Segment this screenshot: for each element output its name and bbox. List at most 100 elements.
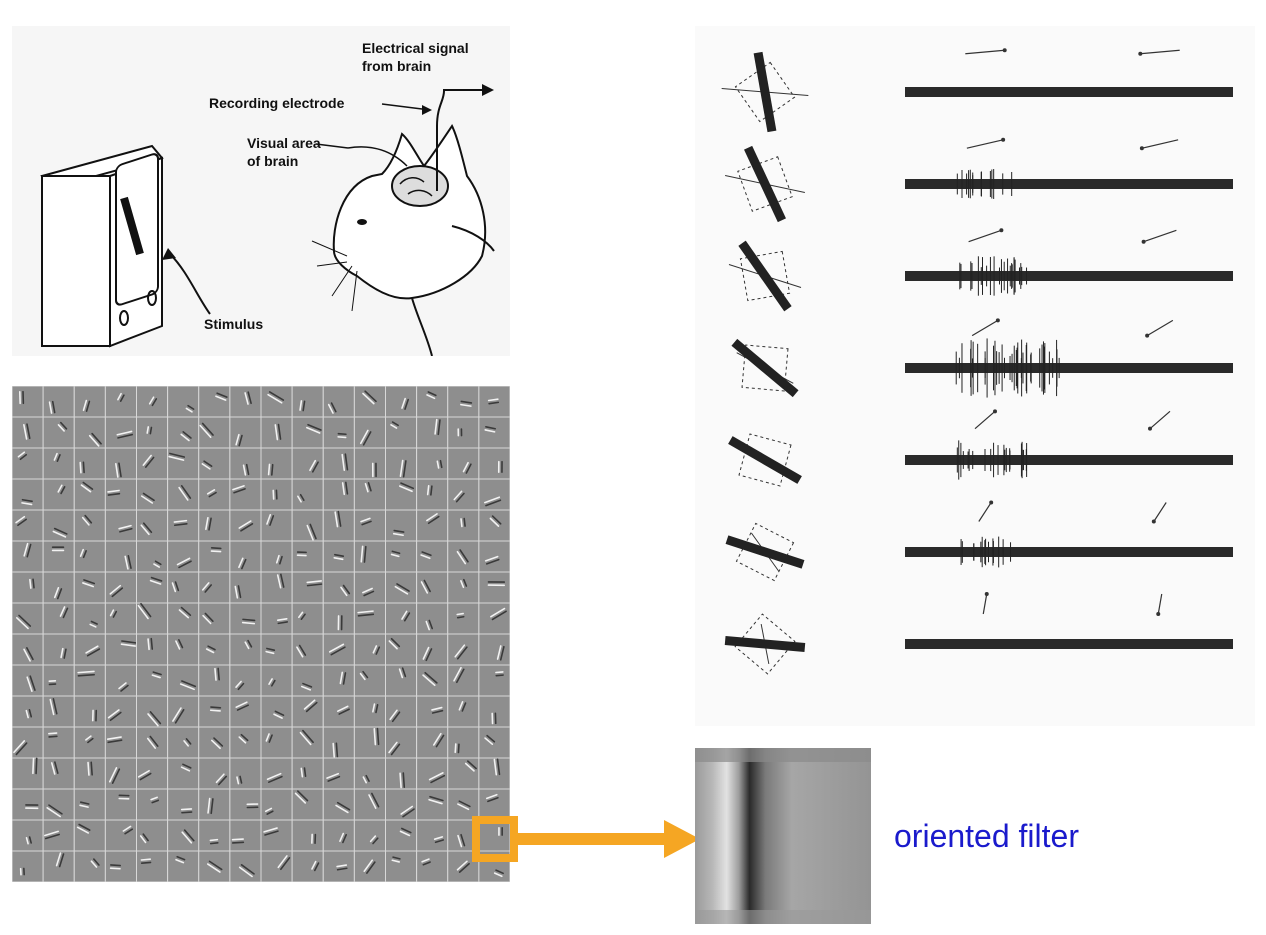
filter-stroke-dark bbox=[390, 743, 401, 756]
filter-stroke-light bbox=[215, 395, 227, 401]
filter-stroke-light bbox=[180, 766, 191, 772]
filter-stroke-dark bbox=[44, 833, 60, 840]
filter-stroke-dark bbox=[431, 709, 444, 714]
filter-stroke-dark bbox=[185, 738, 192, 745]
filter-stroke-light bbox=[360, 517, 371, 523]
filter-cell bbox=[353, 726, 386, 759]
filter-cell bbox=[322, 540, 355, 573]
filter-cell bbox=[353, 850, 386, 882]
filter-cell bbox=[73, 571, 106, 604]
filter-stroke-dark bbox=[344, 453, 349, 471]
filter-stroke-dark bbox=[107, 492, 121, 496]
filter-stroke-light bbox=[82, 399, 88, 412]
filter-stroke-dark bbox=[277, 621, 289, 625]
filter-stroke-dark bbox=[298, 644, 307, 656]
filter-stroke-light bbox=[79, 804, 89, 808]
filter-stroke-dark bbox=[313, 862, 320, 872]
filter-cell bbox=[198, 757, 231, 790]
filter-stroke-light bbox=[107, 489, 120, 493]
filter-stroke-dark bbox=[28, 709, 33, 718]
filter-cell bbox=[42, 695, 75, 728]
filter-stroke-light bbox=[456, 860, 468, 871]
filter-cell bbox=[322, 633, 355, 666]
filter-stroke-light bbox=[150, 796, 158, 801]
filter-stroke-light bbox=[277, 855, 288, 869]
filter-stroke-dark bbox=[121, 640, 137, 644]
filter-cell bbox=[73, 726, 106, 759]
filter-stroke-light bbox=[401, 397, 406, 409]
filter-cell bbox=[104, 633, 137, 666]
filter-cell bbox=[447, 695, 480, 728]
filter-cell bbox=[167, 819, 200, 852]
filter-stroke-dark bbox=[152, 671, 162, 676]
filter-stroke-light bbox=[205, 648, 215, 654]
filter-stroke-dark bbox=[237, 585, 242, 599]
filter-stroke-light bbox=[147, 713, 159, 727]
filter-cell bbox=[447, 633, 480, 666]
filter-stroke-light bbox=[140, 858, 152, 861]
filter-stroke-dark bbox=[93, 858, 100, 866]
filter-stroke-dark bbox=[268, 775, 283, 783]
filter-stroke-light bbox=[244, 392, 249, 405]
filter-stroke-dark bbox=[337, 510, 342, 527]
filter-stroke-dark bbox=[85, 400, 91, 412]
filter-stroke-dark bbox=[182, 763, 192, 769]
filter-cell bbox=[416, 416, 449, 449]
filter-cell bbox=[12, 478, 44, 511]
filter-cell bbox=[229, 819, 262, 852]
filter-stroke-light bbox=[124, 555, 129, 570]
filter-stroke-dark bbox=[391, 550, 401, 555]
filter-stroke-light bbox=[88, 434, 100, 447]
stimulus-orientation bbox=[728, 433, 802, 487]
filter-stroke-light bbox=[334, 511, 339, 528]
filter-cell bbox=[291, 850, 324, 882]
filter-stroke-light bbox=[120, 643, 137, 647]
filter-stroke-dark bbox=[204, 584, 212, 593]
filter-stroke-light bbox=[454, 644, 466, 658]
filter-cell bbox=[447, 540, 480, 573]
filter-cell bbox=[416, 850, 449, 882]
filter-stroke-dark bbox=[485, 499, 502, 507]
filter-stroke-light bbox=[266, 772, 282, 781]
filter-stroke-light bbox=[48, 732, 58, 735]
filter-stroke-light bbox=[394, 585, 409, 595]
cat-experiment-drawing bbox=[40, 84, 495, 356]
filter-stroke-dark bbox=[488, 401, 500, 405]
filter-cell bbox=[353, 571, 386, 604]
filter-stroke-light bbox=[336, 705, 349, 713]
filter-cell bbox=[229, 540, 262, 573]
filter-cell bbox=[385, 819, 418, 852]
filter-stroke-light bbox=[309, 459, 317, 472]
filter-stroke-dark bbox=[424, 671, 438, 684]
filter-stroke-dark bbox=[266, 810, 274, 815]
filter-stroke-dark bbox=[491, 610, 507, 621]
stimulus-orientation bbox=[731, 338, 799, 398]
filter-stroke-dark bbox=[345, 481, 349, 495]
filter-cell bbox=[447, 447, 480, 480]
filter-cell bbox=[167, 509, 200, 542]
filter-stroke-dark bbox=[181, 680, 197, 688]
filter-cell bbox=[136, 757, 169, 790]
filter-stroke-light bbox=[17, 451, 26, 458]
filter-stroke-dark bbox=[367, 482, 372, 492]
filter-stroke-light bbox=[241, 621, 256, 625]
filter-stroke-dark bbox=[364, 390, 377, 403]
filter-stroke-dark bbox=[21, 498, 33, 503]
filter-cell bbox=[416, 509, 449, 542]
filter-cell bbox=[229, 664, 262, 697]
filter-stroke-dark bbox=[391, 711, 401, 723]
filter-cell bbox=[198, 509, 231, 542]
filter-stroke-light bbox=[25, 709, 29, 719]
filter-cell bbox=[260, 509, 293, 542]
filter-stroke-dark bbox=[118, 462, 122, 478]
filter-cell bbox=[104, 509, 137, 542]
filter-cell bbox=[291, 540, 324, 573]
filter-stroke-light bbox=[341, 453, 346, 471]
filter-cell bbox=[229, 386, 262, 418]
filter-stroke-dark bbox=[336, 867, 348, 871]
filter-stroke-dark bbox=[127, 554, 132, 569]
filter-stroke-light bbox=[13, 740, 26, 754]
filter-stroke-dark bbox=[306, 583, 323, 587]
filter-stroke-light bbox=[79, 461, 82, 474]
filter-cell bbox=[260, 664, 293, 697]
